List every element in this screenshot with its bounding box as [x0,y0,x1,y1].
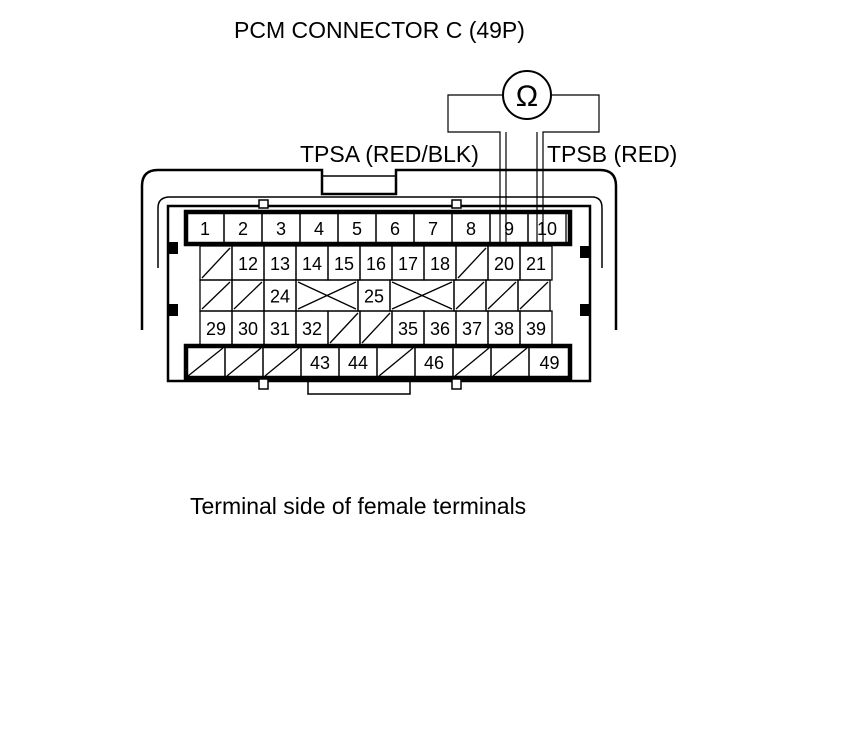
terminal-number: 35 [398,319,418,339]
terminal-number: 20 [494,254,514,274]
diagram-title: PCM CONNECTOR C (49P) [234,17,525,43]
terminal-number: 3 [276,219,286,239]
probe-a-label: TPSA (RED/BLK) [300,141,479,167]
right-upper-lock [580,246,589,258]
terminal-number: 17 [398,254,418,274]
terminal-cell-border [528,345,571,379]
terminal-cell: 10 [527,211,567,245]
blocked-terminal-mark [391,281,453,310]
terminal-number: 13 [270,254,290,274]
terminal-number: 46 [424,353,444,373]
terminal-number: 29 [206,319,226,339]
terminal-number: 44 [348,353,368,373]
unused-terminal-mark [264,347,300,377]
terminal-number: 10 [537,219,557,239]
terminal-number: 24 [270,287,290,307]
unused-terminal-mark [378,347,414,377]
terminal-number: 32 [302,319,322,339]
unused-terminal-mark [454,347,490,377]
terminal-number: 31 [270,319,290,339]
unused-terminal-mark [201,281,231,310]
terminal-number: 1 [200,219,210,239]
terminal-cell: 49 [528,345,571,379]
unused-terminal-mark [226,347,262,377]
connector-top-latch [321,175,397,195]
probe-wires [447,94,600,244]
unused-terminal-mark [457,247,487,279]
bottom-key [307,381,411,395]
terminal-number: 25 [364,287,384,307]
terminal-number: 49 [539,353,559,373]
unused-terminal-mark [455,281,485,310]
bottom-right-tab [451,378,462,390]
terminal-number: 6 [390,219,400,239]
terminal-number: 12 [238,254,258,274]
top-right-tab [451,199,462,209]
terminal-number: 5 [352,219,362,239]
terminal-number: 37 [462,319,482,339]
terminal-number: 8 [466,219,476,239]
unused-terminal-mark [361,312,391,344]
terminal-number: 39 [526,319,546,339]
terminal-number: 2 [238,219,248,239]
unused-terminal-mark [201,247,231,279]
ohm-symbol: Ω [516,80,538,113]
terminal-cell-border [527,211,567,245]
terminal-number: 16 [366,254,386,274]
ohmmeter-icon [502,70,552,120]
probe-b-wire [536,94,600,244]
connector-body [166,204,592,383]
right-lower-lock [580,304,589,316]
terminal-number: 7 [428,219,438,239]
terminal-number: 18 [430,254,450,274]
connector-caption: Terminal side of female terminals [190,493,527,519]
terminal-number: 14 [302,254,322,274]
left-upper-lock [169,242,178,254]
top-left-tab [258,199,269,209]
terminal-cell: 39 [519,310,553,346]
unused-terminal-mark [187,347,224,377]
connector-inner-shell [157,196,603,268]
terminal-number: 38 [494,319,514,339]
terminal-number: 30 [238,319,258,339]
left-lower-lock [169,304,178,316]
unused-terminal-mark [233,281,263,310]
probe-b-label: TPSB (RED) [547,141,678,167]
terminal-number: 21 [526,254,546,274]
terminal-number: 15 [334,254,354,274]
blocked-terminal-mark [297,281,357,310]
terminal-number: 36 [430,319,450,339]
unused-terminal-mark [492,347,528,377]
bottom-left-tab [258,378,269,390]
unused-terminal-mark [329,312,359,344]
terminal-number: 4 [314,219,324,239]
terminal-number: 43 [310,353,330,373]
probe-a-wire [447,94,507,244]
terminal-number: 9 [504,219,514,239]
ohmmeter: Ω [502,70,552,120]
unused-terminal-mark [487,281,517,310]
unused-terminal-mark [519,281,549,310]
terminal-cell-border [519,310,553,346]
